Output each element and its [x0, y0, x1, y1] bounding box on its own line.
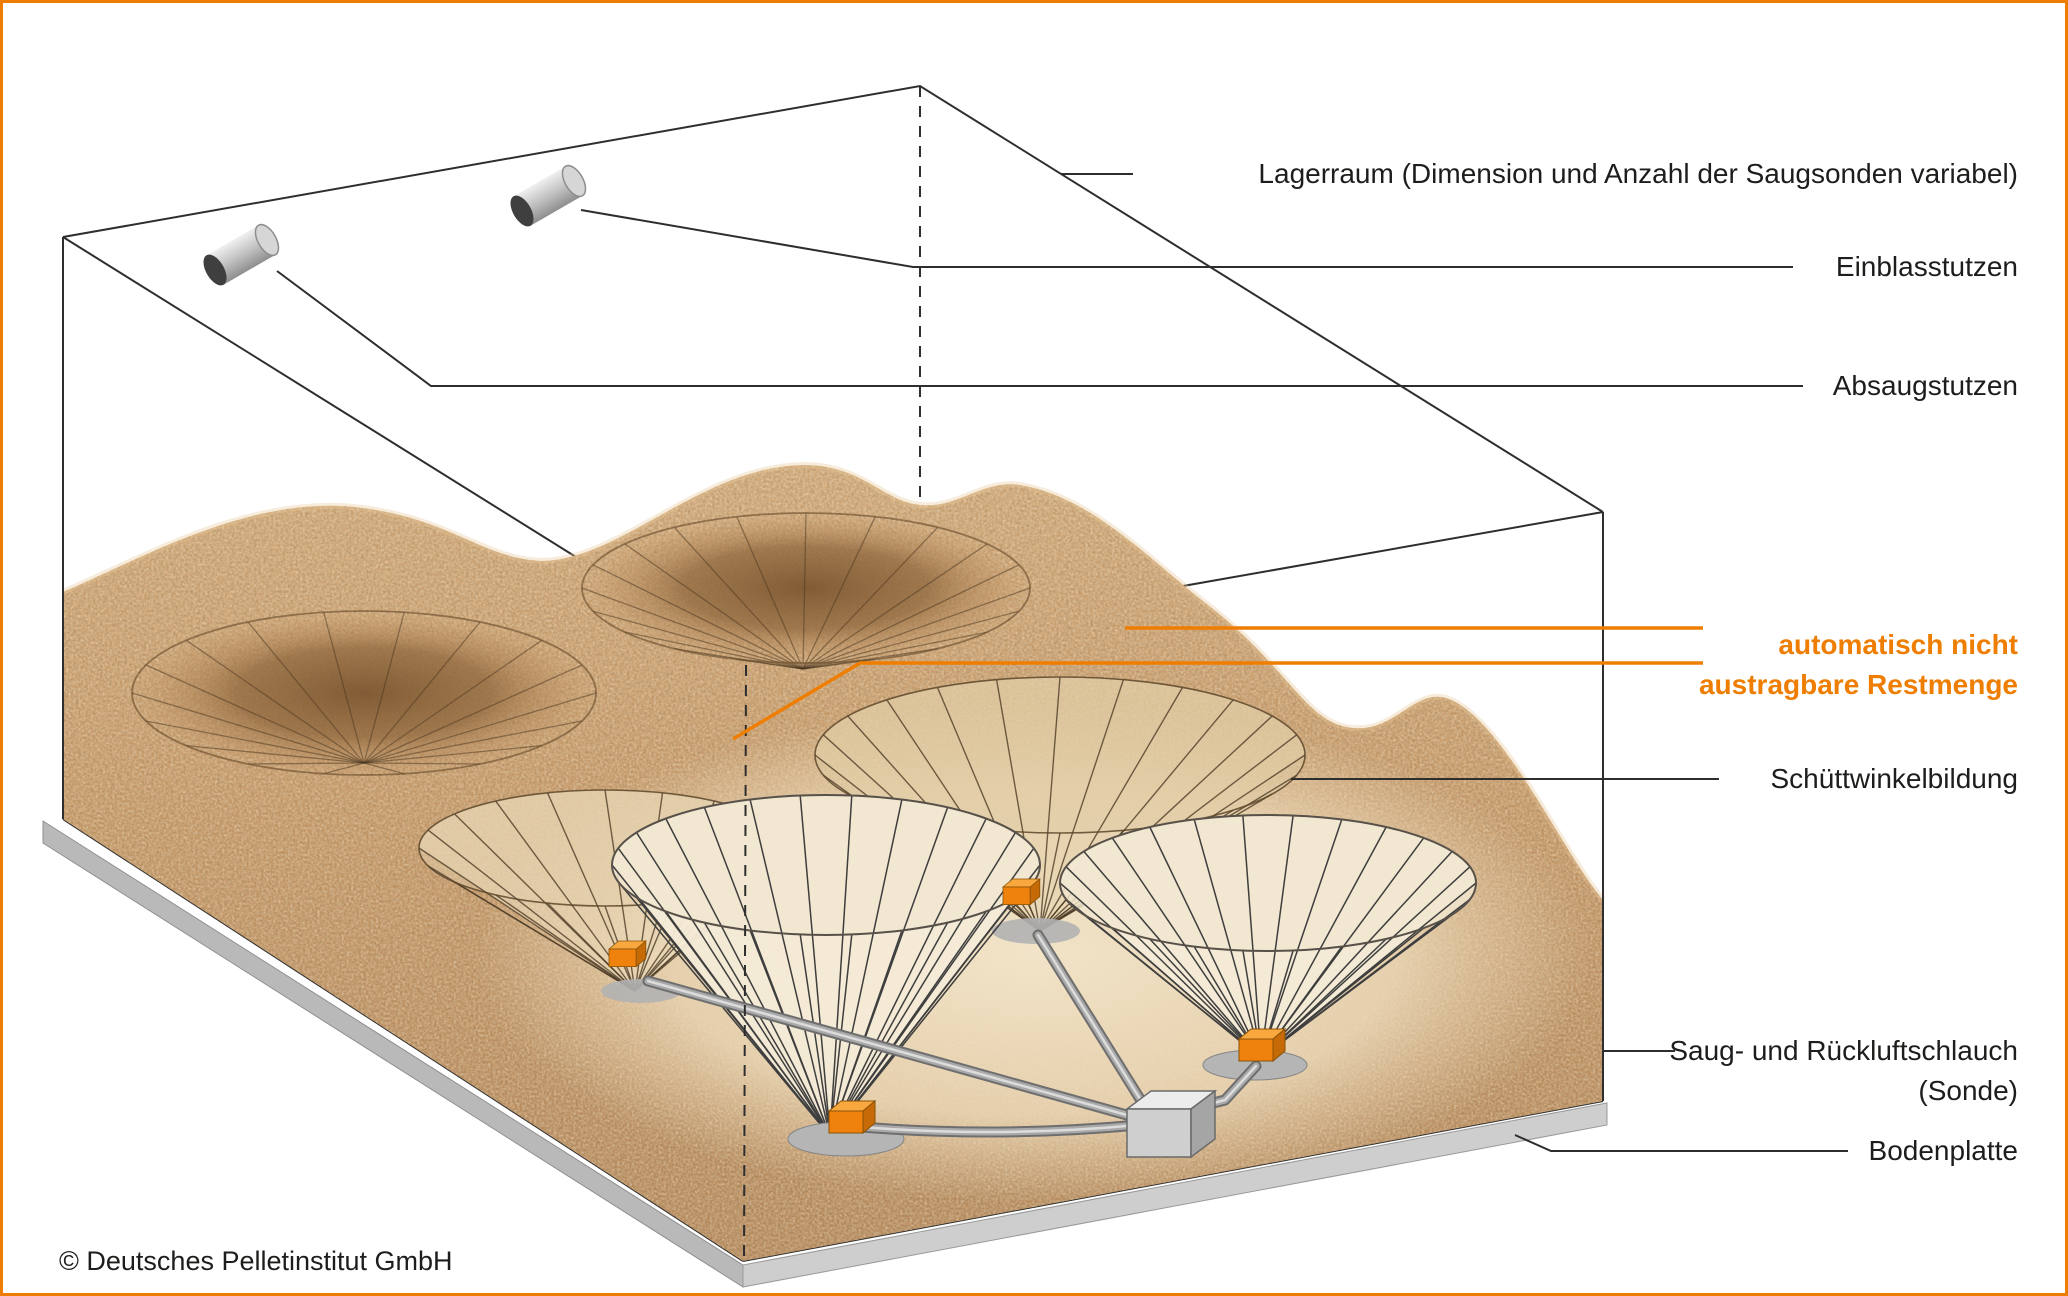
- label-bodenplatte: Bodenplatte: [1868, 1135, 2018, 1166]
- suction-probe-icon: [828, 1100, 876, 1134]
- hose-trunk: [642, 975, 1147, 1125]
- label-absaugstutzen: Absaugstutzen: [1832, 370, 2018, 401]
- suction-probe-icon: [1002, 878, 1041, 905]
- crater-left: [131, 610, 597, 776]
- suction-probe-icon: [1238, 1028, 1286, 1062]
- label-leader-lines: [276, 173, 1848, 1152]
- label-lagerraum: Lagerraum (Dimension und Anzahl der Saug…: [1258, 158, 2018, 189]
- label-restmenge-line2: austragbare Restmenge: [1698, 669, 2018, 700]
- copyright-notice: © Deutsches Pelletinstitut GmbH: [59, 1246, 453, 1276]
- junction-box: [1124, 1089, 1218, 1159]
- hose-back-right: [1032, 929, 1151, 1113]
- einblasstutzen-pipe-icon: [510, 164, 587, 227]
- absaugstutzen-pipe-icon: [203, 223, 280, 286]
- label-restmenge: automatisch nicht austragbare Restmenge: [1699, 625, 2018, 705]
- pellet-heap: [61, 461, 1606, 1261]
- einblasstutzen-leader-line: [580, 209, 1793, 268]
- heap-details: [131, 512, 1593, 1203]
- crater-center: [581, 512, 1031, 670]
- absaugstutzen-leader-line: [276, 270, 1803, 387]
- label-sonde-line1: Saug- und Rückluftschlauch: [1669, 1035, 2018, 1066]
- suction-cone-front-left: [611, 794, 1041, 1137]
- label-sonde: Saug- und Rückluftschlauch (Sonde): [1669, 1031, 2018, 1111]
- bodenplatte-leader-line: [1514, 1134, 1848, 1152]
- suction-probe-icon: [608, 940, 647, 967]
- pellet-storage-illustration: [42, 84, 1848, 1288]
- restmenge-leader-lines: [732, 626, 1703, 741]
- storage-box-wireframe-front: [62, 237, 1604, 1260]
- hose-front-left: [855, 1119, 1144, 1138]
- base-plate-shape: [42, 820, 1608, 1288]
- label-schuettwinkelbildung: Schüttwinkelbildung: [1770, 763, 2019, 794]
- label-sonde-line2: (Sonde): [1918, 1075, 2018, 1106]
- label-einblasstutzen: Einblasstutzen: [1835, 251, 2018, 282]
- label-restmenge-line1: automatisch nicht: [1778, 629, 2018, 660]
